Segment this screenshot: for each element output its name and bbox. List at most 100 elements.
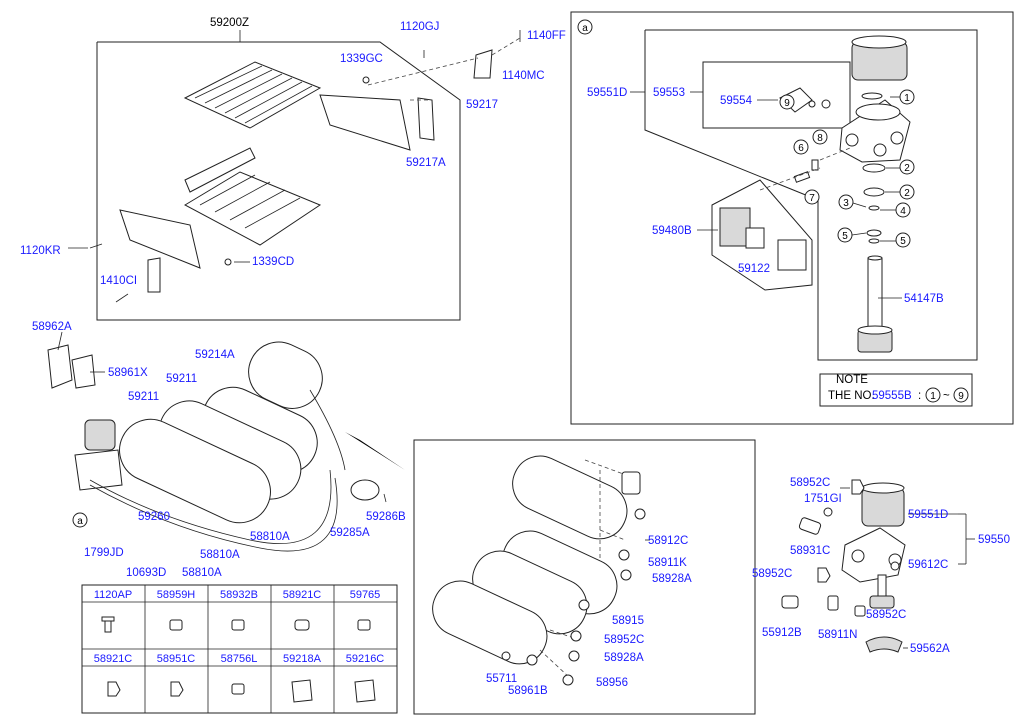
label-59562A: 59562A [910,643,950,655]
svg-text:9: 9 [784,98,790,109]
label-58810A-c: 58810A [182,567,222,579]
label-59554: 59554 [720,95,753,107]
label-59211-b: 59211 [128,391,159,403]
label-59200Z: 59200Z [210,17,249,29]
battery-carrier-frame [96,41,461,321]
air-tank-group: a 58962A 58961X 59214A 59211 59211 59260… [32,321,406,579]
side-bracket-right [319,94,411,151]
label-59286B: 59286B [366,511,406,523]
heater-rod-2 [877,574,887,598]
detail-a-letter: a [582,23,588,34]
label-59550: 59550 [978,534,1010,546]
tank-upper [512,455,628,540]
note-box [819,373,973,407]
table-cell-58951C: 58951C [157,653,196,665]
label-58956: 58956 [596,677,628,689]
battery-tray-bottom [183,171,322,246]
heater-rod [867,257,883,331]
label-59285A: 59285A [330,527,370,539]
nut-1339GC [362,76,370,84]
fitting-58911N [827,595,839,611]
label-58952C-a: 58952C [604,634,644,646]
label-59551D: 59551D [587,87,627,99]
table-cell-58756L: 58756L [221,653,258,665]
tank-lower [432,580,548,665]
label-1799JD: 1799JD [84,547,124,559]
svg-text:3: 3 [843,198,849,209]
label-1140FF: 1140FF [527,30,566,42]
note-to: 9 [958,391,964,402]
table-cell-58921C: 58921C [283,589,322,601]
table-cell-59218A: 59218A [283,653,322,665]
label-59551D-b: 59551D [908,509,948,521]
note-from: 1 [930,391,936,402]
svg-text:2: 2 [904,163,910,174]
label-59553: 59553 [653,87,685,99]
label-58912C: 58912C [648,535,688,547]
band-59562A [865,636,903,653]
air-tank-4 [119,418,271,524]
label-59480B: 59480B [652,225,692,237]
label-1410CI: 1410CI [100,275,137,287]
dryer-cartridge-2 [861,487,905,527]
note-part: 59555B [872,390,912,402]
label-59122: 59122 [738,263,770,275]
label-59260: 59260 [138,511,170,523]
table-cell-1120AP: 1120AP [94,589,132,601]
svg-text::: : [918,390,921,402]
air-dryer-detail-group: a [570,11,1014,425]
cover-plate [777,239,807,271]
table-part-icons [101,616,376,703]
parts-table: 1120AP 58959H 58932B 58921C 59765 58921C… [81,584,398,714]
battery-tray-top [183,61,322,129]
label-58961X: 58961X [108,367,148,379]
bracket-1410CI [147,257,161,293]
label-55711: 55711 [486,673,517,685]
label-58810A-b: 58810A [200,549,240,561]
air-hose-1 [89,469,332,544]
label-58928A-b: 58928A [604,652,644,664]
hose-clamp-59285A [350,479,380,501]
bracket-58962A [47,344,73,389]
assembly-59551D-frame [644,29,978,361]
plate-59217A [417,97,435,141]
label-58911K: 58911K [648,557,687,569]
label-58952C-d: 58952C [866,609,906,621]
label-58911N: 58911N [818,629,857,641]
label-58928A-a: 58928A [652,573,692,585]
svg-text:4: 4 [900,206,906,217]
note-title: NOTE [836,374,868,386]
bracket-58961X [71,354,96,389]
arrow-pointer [345,432,405,470]
clip-59217 [473,49,493,79]
assembly-59553-frame [702,61,851,129]
air-dryer-assembly-group: 58952C 1751GI 58931C 59551D 59550 58952C… [752,477,1010,655]
battery-carrier-group: 59200Z 1120GJ 1140FF 1140MC 1339GC 59217… [20,17,566,321]
detail-a-badge [577,19,593,35]
dryer-body-2 [841,527,906,583]
valve-58931C [798,517,822,535]
label-1120KR: 1120KR [20,245,61,257]
label-59217: 59217 [466,99,498,111]
note-text: THE NO. [828,390,875,402]
label-54147B: 54147B [904,293,944,305]
svg-text:~: ~ [943,390,950,402]
label-58931C: 58931C [790,545,830,557]
ref-a-badge [72,512,88,528]
detail-a-frame [570,11,1014,425]
label-58915: 58915 [612,615,644,627]
tank-fittings-group: 58912C 58911K 58928A 58915 58952C 58928A… [413,439,756,715]
label-55912B: 55912B [762,627,802,639]
air-dryer-body-small [74,449,123,491]
label-1140MC: 1140MC [502,70,545,82]
block-59480B [719,207,751,247]
svg-text:5: 5 [900,236,906,247]
label-58961B: 58961B [508,685,548,697]
label-1751GI: 1751GI [804,493,842,505]
side-bracket-left [119,209,201,269]
table-cell-59216C: 59216C [346,653,385,665]
assembly-59480B-frame [711,179,813,291]
table-cell-58921C-2: 58921C [94,653,133,665]
label-10693D: 10693D [126,567,166,579]
